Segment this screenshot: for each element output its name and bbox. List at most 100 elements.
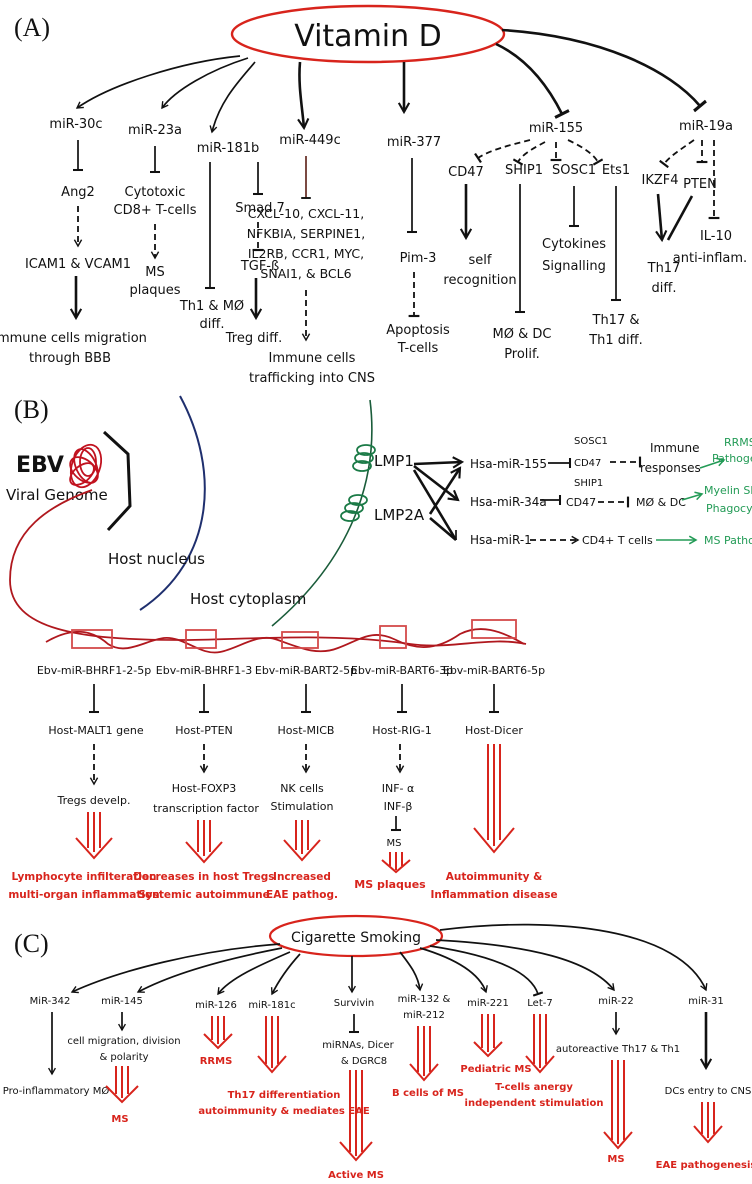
- transcription-label: transcription factor: [153, 802, 259, 815]
- red-arrow-b2: [185, 820, 223, 864]
- hsa-mir-1-label: Hsa-miR-1: [470, 533, 532, 547]
- red-arrow-c-mir221: [473, 1014, 503, 1058]
- viral-genome-coil: [69, 443, 103, 489]
- red-arrow-b4: [381, 852, 411, 874]
- red-arrow-c-let7: [525, 1014, 555, 1074]
- mir126-label: miR-126: [195, 1000, 237, 1011]
- arrow-to-mir449c: [297, 61, 310, 131]
- lmp1-to-hsa155: [413, 456, 465, 469]
- ship1-label: SHIP1: [505, 163, 543, 178]
- mir181c-label: miR-181c: [248, 1000, 295, 1011]
- mirna-box-5: [471, 619, 517, 639]
- micb-label: Host-MICB: [278, 724, 335, 737]
- inhibit-mir155: [495, 42, 570, 119]
- ets1-label: Ets1: [602, 163, 630, 178]
- lmp-coils: [340, 444, 376, 522]
- targets-line-3: IL2RB, CCR1, MYC,: [248, 246, 364, 261]
- arrow-to-mir23a: [161, 57, 249, 110]
- ms-plaques-2: plaques: [129, 283, 180, 298]
- host-nucleus-label: Host nucleus: [108, 550, 205, 568]
- mir155-inhibit-ship1: [512, 141, 546, 166]
- host-pten-label: Host-PTEN: [175, 724, 233, 737]
- systemic-label: Systemic autoimmune: [138, 889, 270, 901]
- t-cells-anergy-label: T-cells anergy: [495, 1082, 573, 1093]
- red-arrow-c-mir31: [693, 1102, 723, 1144]
- immune-to-rrms-arrow: [699, 457, 726, 469]
- arrow-to-mir221: [419, 947, 488, 994]
- increased-label: Increased: [273, 871, 331, 883]
- lmp1-to-hsa34a: [413, 464, 460, 502]
- ms-c2-label: MS: [607, 1154, 624, 1165]
- inf-alpha-label: INF- α: [382, 782, 415, 795]
- red-arrow-c-survivin: [339, 1070, 373, 1162]
- cytotoxic-label-2: CD8+ T-cells: [114, 203, 197, 218]
- rrms-c-label: RRMS: [200, 1056, 233, 1067]
- mir145-label: miR-145: [101, 996, 143, 1007]
- foxp3-label: Host-FOXP3: [172, 782, 236, 795]
- anti-inflam-label: anti-inflam.: [673, 251, 747, 266]
- mir-155-label: miR-155: [529, 121, 583, 136]
- multi-organ-label: multi-organ inflammation: [8, 889, 159, 901]
- immune-migration-2: through BBB: [29, 351, 111, 366]
- cell-migration-label: cell migration, division: [67, 1036, 180, 1047]
- tregs-decrease-label: Decreases in host Tregs: [133, 871, 274, 883]
- panel-a-label: (A): [14, 13, 50, 42]
- cytotoxic-label-1: Cytotoxic: [125, 185, 186, 200]
- mir-181b-label: miR-181b: [197, 141, 260, 156]
- arrow-to-mir22: [435, 939, 615, 992]
- th17-diff-1: Th17: [647, 261, 681, 276]
- th1-mo-1: Th1 & MØ: [179, 299, 244, 314]
- ebv-label: EBV: [16, 453, 64, 478]
- capsid-shape: [102, 430, 132, 532]
- nk-cells-label: NK cells: [280, 782, 324, 795]
- ms-b-label: MS: [387, 838, 402, 849]
- panel-a: (A) Vitamin D miR-30c Ang2 ICAM1 & VCAM1…: [0, 4, 747, 386]
- arrow-to-mir31: [439, 923, 708, 992]
- dgrc8-label: & DGRC8: [341, 1056, 387, 1067]
- apoptosis-1: Apoptosis: [386, 323, 450, 338]
- autoimmunity-eae-label: autoimmunity & mediates EAE: [198, 1106, 370, 1117]
- pten-label: PTEN: [683, 177, 717, 192]
- pro-inflammatory-label: Pro-inflammatory MØ: [3, 1085, 110, 1097]
- apoptosis-2: T-cells: [397, 341, 439, 356]
- mir-449c-label: miR-449c: [279, 133, 340, 148]
- ms-pathogen-label: MS Pathogen.: [704, 534, 752, 547]
- mir-23a-label: miR-23a: [128, 123, 182, 138]
- pten-to-th17: [666, 195, 694, 241]
- dicer-label: Host-Dicer: [465, 724, 523, 737]
- mir-30c-label: miR-30c: [49, 117, 102, 132]
- ms-plaques-b-label: MS plaques: [354, 878, 426, 891]
- host-cytoplasm-label: Host cytoplasm: [190, 590, 306, 608]
- cytoplasm-membrane: [271, 399, 373, 627]
- panel-c: (C) Cigarette Smoking MiR-342 Pro-inflam…: [3, 914, 752, 1181]
- viral-genome-label: Viral Genome: [6, 486, 108, 504]
- targets-line-1: CXCL-10, CXCL-11,: [248, 206, 364, 221]
- sosc1-label: SOSC1: [552, 163, 596, 178]
- red-arrow-b5: [473, 744, 515, 854]
- survivin-label: Survivin: [334, 998, 375, 1009]
- hsa-mir-155-label: Hsa-miR-155: [470, 457, 547, 471]
- ebv-bart2-label: Ebv-miR-BART2-5p: [255, 664, 357, 677]
- viral-genome-strand: [9, 489, 527, 647]
- stimulation-label: Stimulation: [271, 800, 334, 813]
- cytokines-2: Signalling: [542, 259, 606, 274]
- arrow-to-mir181b: [209, 61, 256, 134]
- ikzf4-to-th17: [655, 193, 668, 243]
- mo-dc-b-label: MØ & DC: [636, 496, 686, 509]
- ebv-bart6-3p-label: Ebv-miR-BART6-3p: [351, 664, 453, 677]
- mo-to-myelin-arrow: [681, 491, 704, 501]
- lmp2a-label: LMP2A: [374, 506, 425, 524]
- mirna-box-1: [71, 629, 113, 649]
- red-arrow-c-mir22: [603, 1060, 633, 1150]
- ebv-bart6-5p-label: Ebv-miR-BART6-5p: [443, 664, 545, 677]
- responses-label: responses: [640, 461, 701, 475]
- ikzf4-label: IKZF4: [641, 173, 678, 188]
- lymphocyte-label: Lymphocyte infilteration: [11, 871, 156, 883]
- ebv-bhrf1-3-label: Ebv-miR-BHRF1-3: [156, 664, 252, 677]
- polarity-label: & polarity: [99, 1052, 148, 1063]
- mir31-label: miR-31: [688, 996, 723, 1007]
- eae-pathog-label: EAE pathog.: [266, 889, 338, 901]
- malt1-label: Host-MALT1 gene: [48, 724, 144, 737]
- let7-label: Let-7: [527, 998, 552, 1009]
- cd47-34a-label: CD47: [566, 496, 596, 509]
